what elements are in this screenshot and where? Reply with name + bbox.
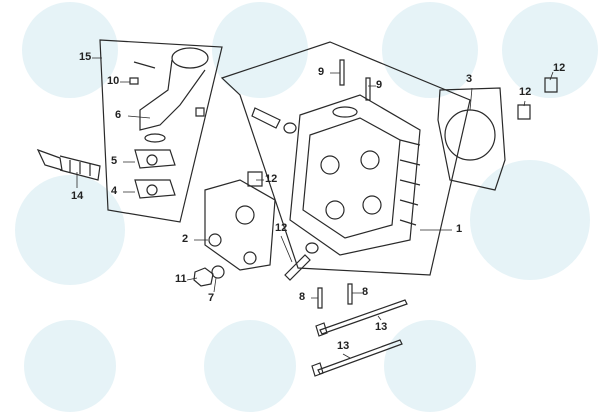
washer-7	[211, 265, 225, 279]
cylinder-head-1	[289, 94, 421, 256]
bolt-13a	[319, 299, 408, 335]
callout-10: 10	[107, 75, 120, 87]
valve-12d	[284, 242, 319, 281]
spark-plug-14	[36, 148, 101, 181]
callout-12d: 12	[275, 222, 288, 234]
callout-13b: 13	[337, 340, 350, 352]
callout-12a: 12	[553, 62, 566, 74]
callout-14: 14	[71, 190, 84, 202]
watermark-logos	[15, 2, 598, 412]
callout-5: 5	[111, 155, 118, 167]
bolt-13b	[317, 339, 403, 375]
dowel-12a	[544, 77, 558, 93]
callout-9b: 9	[376, 79, 383, 91]
dowel-12b	[517, 104, 531, 120]
stud-9a	[339, 59, 345, 86]
dowel-12c	[247, 171, 263, 187]
callout-1: 1	[456, 223, 463, 235]
nut-6	[195, 107, 205, 117]
callout-8b: 8	[362, 286, 369, 298]
callout-2: 2	[182, 233, 189, 245]
camshaft-holder-2	[204, 179, 276, 271]
intake-group-outline	[99, 39, 223, 223]
callout-12c: 12	[265, 173, 278, 185]
pin-8b	[347, 283, 353, 305]
callout-3: 3	[466, 73, 473, 85]
callout-7: 7	[208, 292, 215, 304]
gasket-5	[134, 149, 176, 169]
gasket-4	[134, 179, 176, 199]
stud-9b	[365, 77, 371, 101]
callout-8a: 8	[299, 291, 306, 303]
callout-13a: 13	[375, 321, 388, 333]
callout-4: 4	[111, 185, 118, 197]
intake-pipe	[139, 47, 209, 143]
callout-9a: 9	[318, 66, 325, 78]
bolt-10	[129, 61, 156, 85]
cylinder-head-group-outline	[220, 41, 471, 276]
pin-12-head	[251, 107, 281, 129]
callout-11: 11	[175, 273, 187, 285]
pin-8a	[317, 287, 323, 309]
nut-11	[193, 267, 214, 287]
callout-15: 15	[79, 51, 92, 63]
callout-12b: 12	[519, 86, 532, 98]
callout-6: 6	[115, 109, 122, 121]
